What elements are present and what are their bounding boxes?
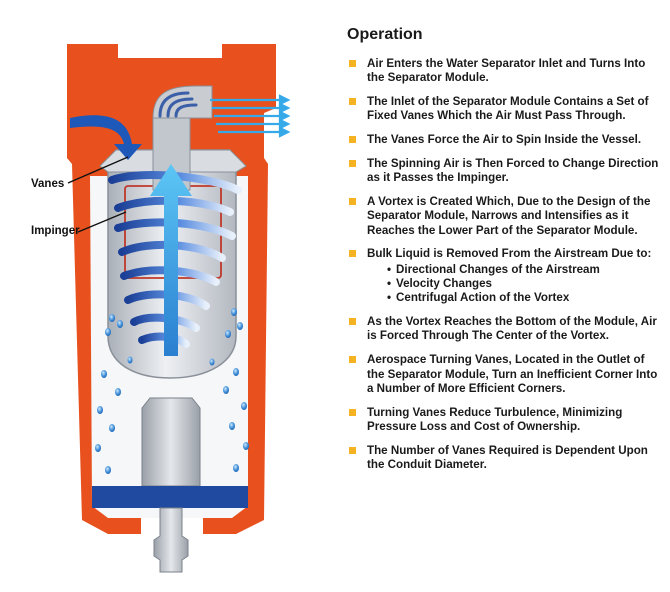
operation-item-4: The Spinning Air is Then Forced to Chang… xyxy=(347,157,665,186)
callout-impinger: Impinger xyxy=(31,225,80,237)
operation-item-8: Aerospace Turning Vanes, Located in the … xyxy=(347,353,665,396)
sub-item-3: Centrifugal Action of the Vortex xyxy=(387,291,665,306)
outlet-flow-arrows xyxy=(210,94,291,138)
operation-item-5: A Vortex is Created Which, Due to the De… xyxy=(347,195,665,238)
operation-item-1: Air Enters the Water Separator Inlet and… xyxy=(347,57,665,86)
drain-valve-body xyxy=(141,397,201,487)
drain-stem xyxy=(153,507,189,573)
water-reservoir xyxy=(92,486,248,508)
vanes-leader-line xyxy=(67,156,129,184)
operation-item-2: The Inlet of the Separator Module Contai… xyxy=(347,95,665,124)
operation-item-9: Turning Vanes Reduce Turbulence, Minimiz… xyxy=(347,406,665,435)
operation-item-6: Bulk Liquid is Removed From the Airstrea… xyxy=(347,247,665,306)
center-upflow-arrow xyxy=(150,164,192,356)
separator-cutaway-illustration xyxy=(67,44,291,573)
operation-item-3: The Vanes Force the Air to Spin Inside t… xyxy=(347,133,665,147)
sub-item-2: Velocity Changes xyxy=(387,277,665,292)
inlet-flow-arrow xyxy=(70,115,142,160)
operation-sub-list: Directional Changes of the Airstream Vel… xyxy=(387,263,665,306)
sub-item-1: Directional Changes of the Airstream xyxy=(387,263,665,278)
operation-panel: Operation Air Enters the Water Separator… xyxy=(347,26,665,482)
operation-list: Air Enters the Water Separator Inlet and… xyxy=(347,57,665,472)
impinger-leader-line xyxy=(77,211,127,233)
water-droplets xyxy=(95,308,249,474)
turning-vanes xyxy=(158,91,198,118)
operation-heading: Operation xyxy=(347,26,423,43)
operation-item-6-text: Bulk Liquid is Removed From the Airstrea… xyxy=(367,247,652,261)
callout-vanes: Vanes xyxy=(31,178,65,190)
separator-diagram: Vanes Impinger xyxy=(0,0,330,587)
operation-item-10: The Number of Vanes Required is Dependen… xyxy=(347,444,665,473)
operation-item-7: As the Vortex Reaches the Bottom of the … xyxy=(347,315,665,344)
